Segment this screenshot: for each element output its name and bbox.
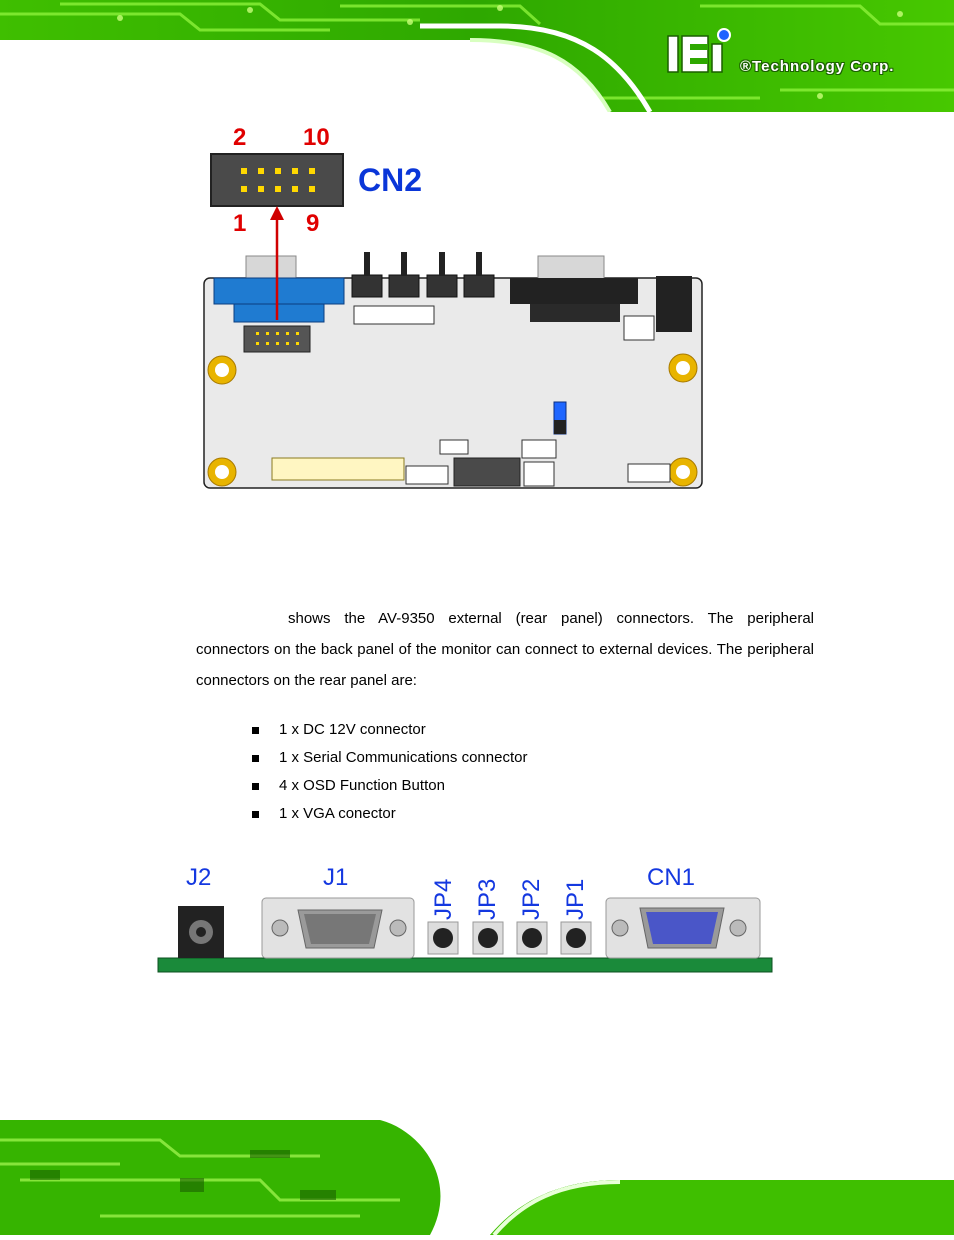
iei-logo bbox=[667, 28, 731, 73]
page-footer bbox=[0, 1120, 954, 1237]
label-j1: J1 bbox=[323, 864, 349, 891]
footer-circuit-banner bbox=[0, 1120, 954, 1237]
cn2-onboard-connector bbox=[243, 325, 311, 353]
list-item: 1 x DC 12V connector bbox=[252, 716, 527, 744]
pin-label-1: 1 bbox=[233, 210, 247, 237]
cn2-enlarged-connector bbox=[210, 153, 344, 207]
rear-panel-figure bbox=[157, 897, 773, 973]
page-header: ®Technology Corp. bbox=[0, 0, 954, 114]
header-circuit-banner bbox=[0, 0, 954, 114]
label-jp1: JP1 bbox=[562, 878, 589, 920]
list-item: 4 x OSD Function Button bbox=[252, 772, 527, 800]
pin-label-2: 2 bbox=[233, 124, 247, 151]
bullet-square-icon bbox=[252, 782, 259, 790]
list-item: 1 x Serial Communications connector bbox=[252, 744, 527, 772]
bullet-square-icon bbox=[252, 726, 259, 734]
connector-bullet-list: 1 x DC 12V connector 1 x Serial Communic… bbox=[252, 716, 527, 828]
label-jp3: JP3 bbox=[474, 878, 501, 920]
label-j2: J2 bbox=[186, 864, 212, 891]
cn2-label: CN2 bbox=[358, 162, 423, 198]
brand-tagline: ®Technology Corp. bbox=[740, 58, 895, 75]
pin-label-10: 10 bbox=[303, 124, 330, 151]
bullet-square-icon bbox=[252, 810, 259, 818]
label-cn1: CN1 bbox=[647, 864, 696, 891]
pin-label-9: 9 bbox=[306, 210, 320, 237]
label-jp2: JP2 bbox=[518, 878, 545, 920]
rear-pcb-edge bbox=[157, 957, 773, 973]
label-jp4: JP4 bbox=[430, 878, 457, 920]
board-top-view-figure bbox=[203, 153, 703, 489]
osd-buttons bbox=[427, 921, 592, 955]
bullet-square-icon bbox=[252, 754, 259, 762]
body-paragraph: shows the AV-9350 external (rear panel) … bbox=[196, 610, 814, 689]
list-item: 1 x VGA conector bbox=[252, 800, 527, 828]
